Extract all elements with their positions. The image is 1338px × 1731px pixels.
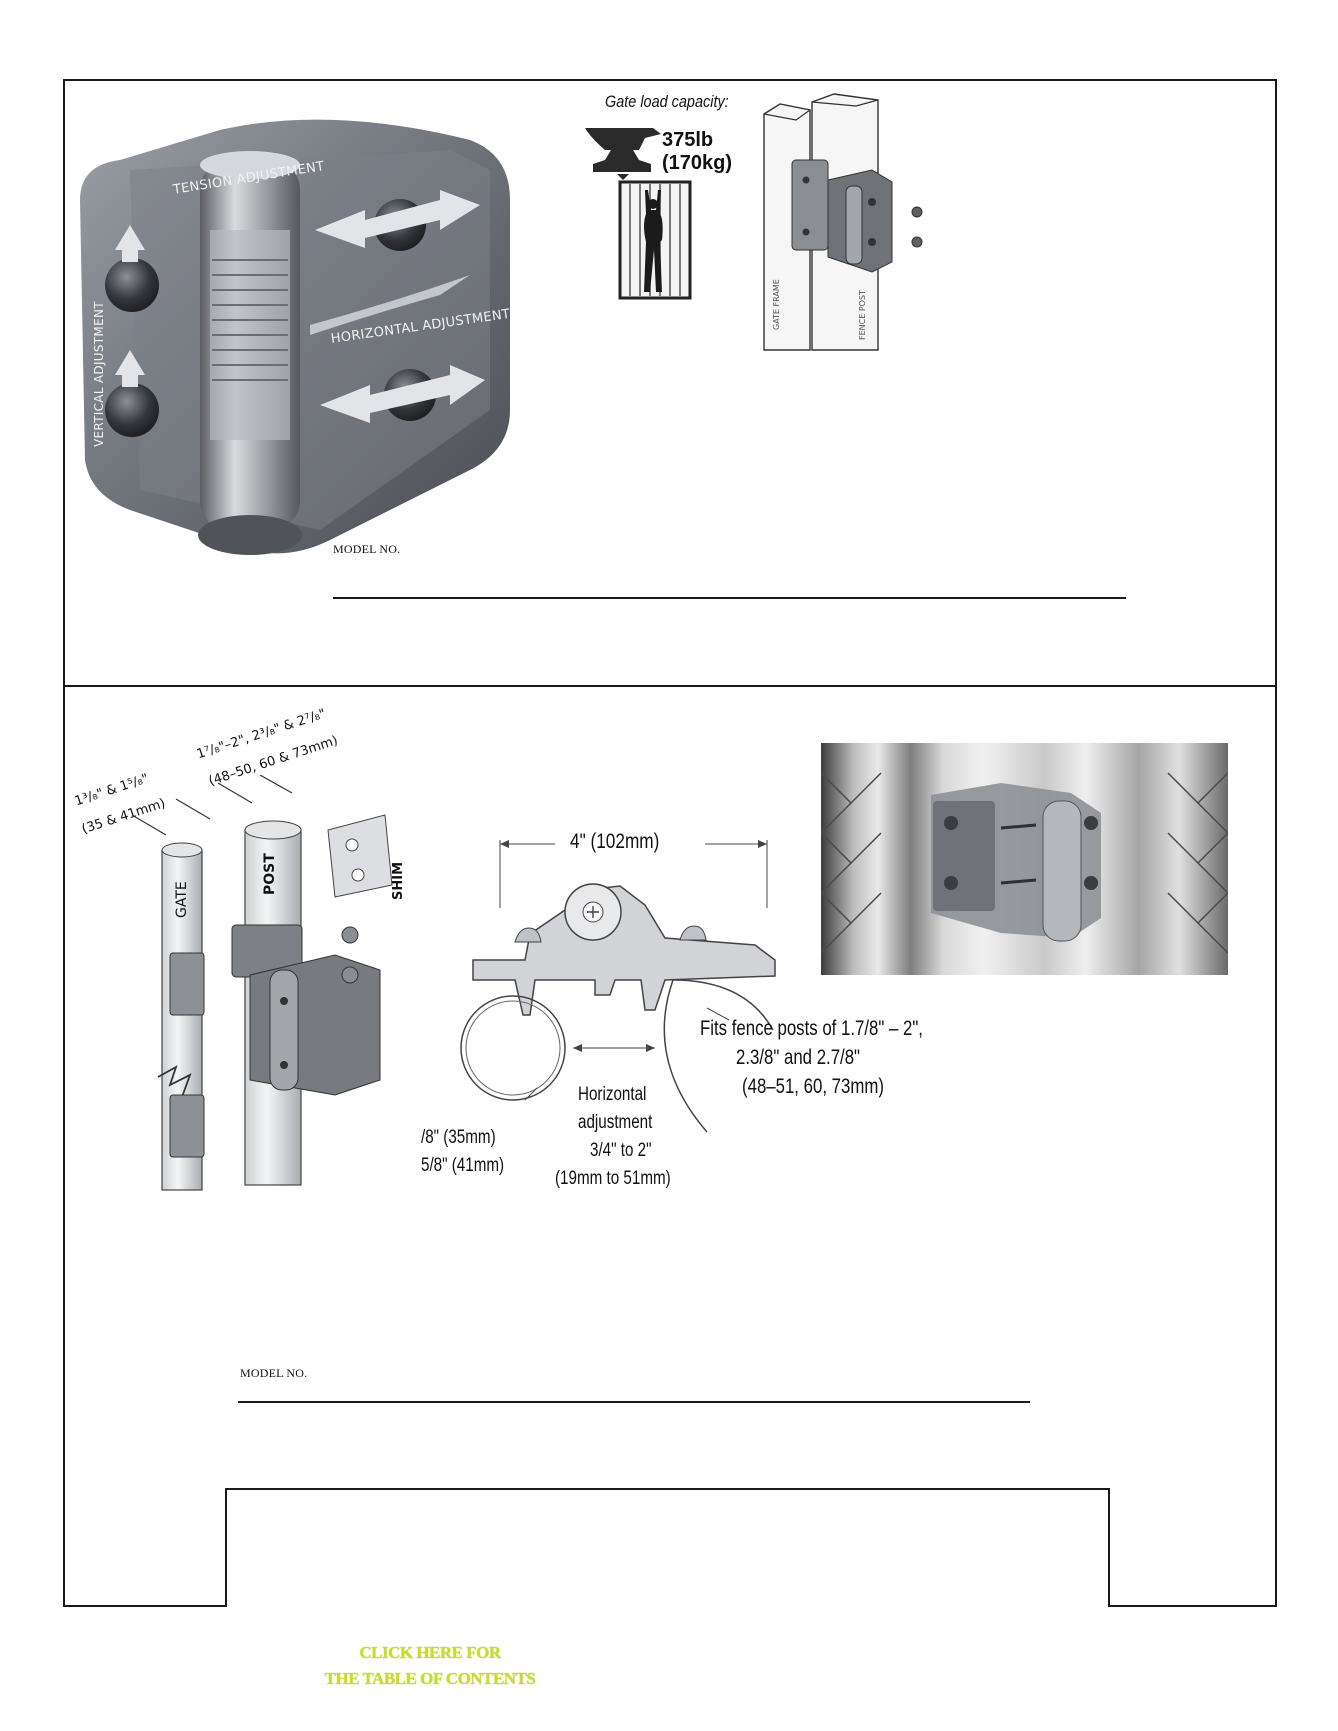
load-weight-lb: 375lb — [662, 129, 714, 151]
fence-post-label: FENCE POST — [858, 290, 867, 340]
bottom-model-number-line[interactable] — [238, 1401, 1030, 1403]
top-model-number-line[interactable] — [333, 597, 1126, 599]
toc-link-line1: CLICK HERE FOR — [359, 1643, 501, 1662]
gate-with-person-icon — [618, 180, 692, 300]
hinge-top-view-diagram — [460, 840, 776, 1133]
load-weight-kg: (170kg) — [662, 152, 733, 174]
fits-posts-line3: (48–51, 60, 73mm) — [742, 1075, 884, 1098]
horizontal-adjustment-line4: (19mm to 51mm) — [555, 1168, 671, 1189]
top-model-number-label: MODEL NO. — [333, 542, 401, 556]
bottom-model-number-label: MODEL NO. — [240, 1366, 308, 1380]
gate-frame-label: GATE FRAME — [772, 279, 781, 330]
gate-tube-size-line2: 5/8" (41mm) — [421, 1155, 505, 1176]
horizontal-adjustment-line3: 3/4" to 2" — [590, 1140, 652, 1161]
width-dimension-label: 4" (102mm) — [570, 830, 660, 853]
toc-link-line2: THE TABLE OF CONTENTS — [324, 1669, 536, 1688]
anvil-icon — [585, 128, 661, 180]
gate-load-caption: Gate load capacity: — [605, 92, 729, 111]
gate-frame-post-hinge-drawing — [763, 93, 923, 351]
fits-posts-line2: 2.3/8" and 2.7/8" — [736, 1046, 861, 1069]
hinge-cutaway-illustration — [80, 119, 510, 555]
gate-post-shim-drawing — [131, 775, 393, 1191]
horizontal-adjustment-line1: Horizontal — [578, 1084, 647, 1105]
post-tube-label: POST — [262, 853, 278, 895]
chain-link-hinge-photo-drawing — [821, 772, 1228, 954]
gate-tube-label: GATE — [174, 881, 190, 918]
gate-tube-size-line1: /8" (35mm) — [421, 1127, 496, 1148]
table-of-contents-link[interactable]: CLICK HERE FOR THE TABLE OF CONTENTS — [285, 1640, 575, 1692]
shim-label: SHIM — [391, 861, 406, 900]
fits-posts-line1: Fits fence posts of 1.7/8" – 2", — [700, 1017, 923, 1040]
vertical-adjustment-label: VERTICAL ADJUSTMENT — [92, 301, 106, 447]
hinge-installed-photo — [821, 743, 1228, 975]
horizontal-adjustment-line2: adjustment — [578, 1112, 653, 1133]
